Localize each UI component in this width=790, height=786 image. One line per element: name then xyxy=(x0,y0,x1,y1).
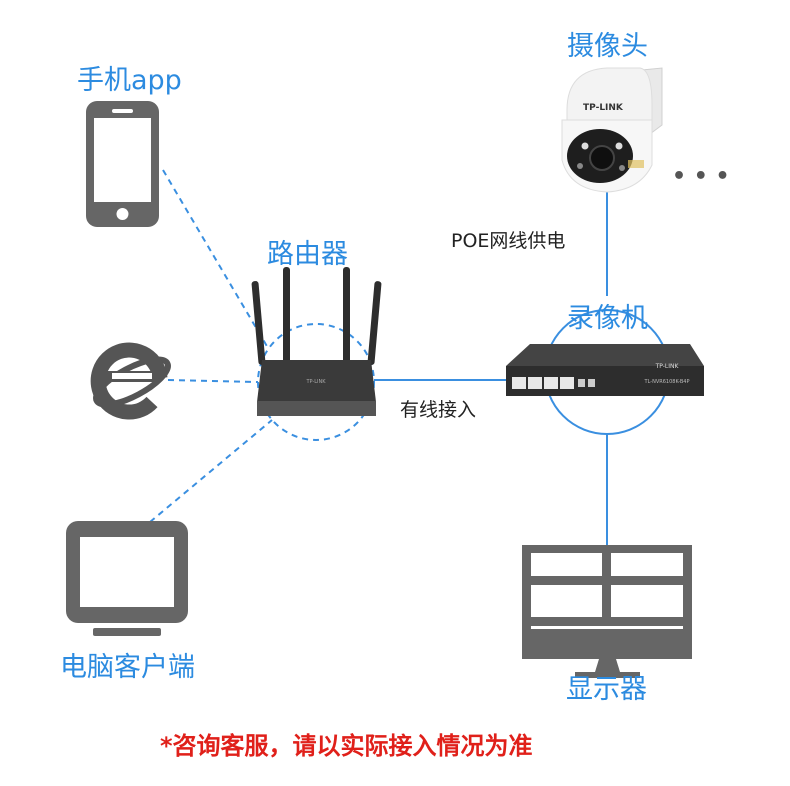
wired-access-label: 有线接入 xyxy=(400,399,477,421)
more-devices-ellipsis: • • • xyxy=(672,164,730,189)
disclaimer-note: *咨询客服，请以实际接入情况为准 xyxy=(160,732,533,760)
router-label: 路由器 xyxy=(267,239,348,270)
camera-label: 摄像头 xyxy=(567,31,648,62)
pc-client-label: 电脑客户端 xyxy=(60,652,195,683)
nvr-brand-text: TP-LINK xyxy=(655,363,680,370)
phone-router-link xyxy=(162,169,269,349)
ie-router-link xyxy=(167,379,259,383)
nvr-label: 录像机 xyxy=(567,303,648,334)
router-brand-text: TP-LINK xyxy=(305,379,326,385)
poe-power-label: POE网线供电 xyxy=(451,230,566,252)
nvr-model-text: TL-NVR6108K-B4P xyxy=(644,379,690,385)
monitor-label: 显示器 xyxy=(566,674,647,705)
phone-app-label: 手机app xyxy=(77,65,182,96)
pc-router-link xyxy=(149,419,273,523)
camera-brand-text: TP-LINK xyxy=(583,103,624,113)
